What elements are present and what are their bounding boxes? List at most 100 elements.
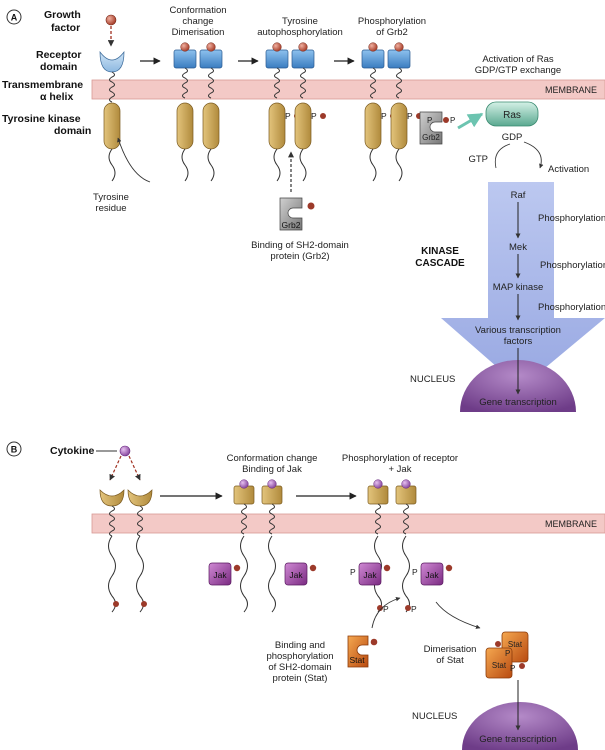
phos-label-2: Phosphorylation (540, 260, 605, 271)
step1-title-2: change (182, 16, 213, 27)
tyrosine-kinase-label-1: Tyrosine kinase (2, 113, 81, 125)
grb2-free (279, 197, 303, 231)
autophos-receptor-2-tail (299, 148, 307, 182)
dimer-receptor-2-head (199, 49, 223, 69)
activation-arrow (523, 141, 544, 169)
mek-label: Mek (509, 242, 527, 253)
stat-free (347, 635, 369, 668)
membrane-b (91, 513, 605, 534)
receptor-domain-unbound (99, 50, 125, 73)
membrane-a-label: MEMBRANE (545, 85, 597, 95)
grb2-phos-receptor-2-p: P (407, 111, 413, 121)
grb2-bound-label: Grb2 (422, 133, 440, 142)
jak-2-box (284, 562, 308, 586)
jak-2-label: Jak (289, 570, 303, 580)
cytokine-receptor-unbound-2-helix (137, 505, 143, 537)
phos-receptor-1-tail-p: P (383, 604, 389, 614)
jak-3-dot (383, 564, 391, 572)
receptor-domain-label-1: Receptor (36, 49, 82, 61)
jak-3-p: P (350, 567, 356, 577)
jak-1-box (208, 562, 232, 586)
b-step1-title-1: Conformation change (227, 453, 318, 464)
jak-bound-receptor-2-ligand (267, 479, 277, 489)
tf-label-1: Various transcription (475, 325, 561, 336)
step1-title-1: Conformation (169, 5, 226, 16)
stat-dimer-dot-1 (495, 641, 501, 647)
grb2-phos-receptor-2-head (387, 49, 411, 69)
b-step2-title-1: Phosphorylation of receptor (342, 453, 458, 464)
raf-label: Raf (511, 190, 526, 201)
dimerisation-2: of Stat (436, 655, 464, 666)
phos-receptor-1-tail-dot (377, 605, 383, 611)
stat-binding-2: phosphorylation (266, 651, 333, 662)
stat-dimer-p-2: P (510, 664, 515, 673)
stat-free-label: Stat (349, 655, 365, 665)
panel-a-badge (6, 9, 22, 25)
step3-title-1: Phosphorylation (358, 16, 426, 27)
phos-receptor-2-head (395, 485, 417, 505)
autophos-receptor-2-helix (300, 67, 306, 99)
jak-1-label: Jak (213, 570, 227, 580)
receptor-domain-label-2: domain (40, 61, 77, 73)
jak-3-box (358, 562, 382, 586)
jak-bound-receptor-1-ligand (239, 479, 249, 489)
autophos-receptor-1-tail (273, 148, 281, 182)
jak-bound-receptor-1-tail (240, 535, 248, 613)
ras-activation-1: Activation of Ras (482, 54, 554, 65)
growth-factor-ligand (105, 14, 117, 26)
step3-title-2: of Grb2 (376, 27, 408, 38)
jak-bound-receptor-2-head (261, 485, 283, 505)
grb2-phos-receptor-1-kinase (364, 102, 382, 150)
phos-receptor-2-tail-dot (405, 605, 411, 611)
panel-b-badge (6, 441, 22, 457)
dimer-receptor-2-ligand (206, 42, 216, 52)
grb2-phos-receptor-2-tail (395, 148, 403, 182)
dimerisation-1: Dimerisation (424, 644, 477, 655)
autophos-receptor-2-p: P (311, 111, 317, 121)
grb2-bound-p2: P (450, 116, 455, 125)
jak-4-dot (445, 564, 453, 572)
grb2-phos-receptor-1-ligand (368, 42, 378, 52)
kinase-cascade-title-2: CASCADE (415, 258, 465, 269)
autophos-receptor-1-head (265, 49, 289, 69)
phos-receptor-2-tail-p: P (411, 604, 417, 614)
kinase-cascade-title-1: KINASE (421, 246, 459, 257)
growth-factor-label-2: factor (51, 22, 80, 34)
ras-activation-2: GDP/GTP exchange (475, 65, 561, 76)
dimer-receptor-2-kinase (202, 102, 220, 150)
phos-receptor-2-tail (402, 535, 410, 613)
activation-label: Activation (548, 164, 589, 175)
b-step2-title-2: + Jak (389, 464, 412, 475)
ras-label: Ras (503, 110, 521, 121)
tyrosine-kinase-label-2: domain (54, 125, 91, 137)
gene-transcription-a: Gene transcription (479, 397, 557, 408)
autophos-receptor-2-head (291, 49, 315, 69)
jak-4-p: P (412, 567, 418, 577)
cytokine-receptor-unbound-1-tail-dot (113, 601, 119, 607)
jak-bound-receptor-1-head (233, 485, 255, 505)
cytokine-receptor-unbound-1-head (99, 489, 125, 507)
phos-receptor-1-ligand (373, 479, 383, 489)
grb2-phos-receptor-2-helix (396, 67, 402, 99)
jak-3-label: Jak (363, 570, 377, 580)
grb2-phos-receptor-2-kinase (390, 102, 408, 150)
gtp-label: GTP (468, 154, 488, 165)
dimer-receptor-2-tail (207, 148, 215, 182)
cytokine-arrow-right (128, 455, 141, 481)
autophos-receptor-1-p: P (285, 111, 291, 121)
phos-receptor-1-helix (375, 503, 381, 535)
cytokine-receptor-unbound-2-tail-dot (141, 601, 147, 607)
autophos-receptor-1-ligand (272, 42, 282, 52)
autophos-receptor-1-helix (274, 67, 280, 99)
b-step1-title-2: Binding of Jak (242, 464, 302, 475)
cytokine-receptor-unbound-1-tail (108, 535, 116, 613)
panel-b: B Cytokine Conformation change Binding o… (6, 441, 605, 750)
tyrosine-residue-pointer (117, 137, 151, 183)
phos-receptor-2-helix (403, 503, 409, 535)
cytokine-label: Cytokine (50, 445, 95, 457)
autophos-receptor-2-p-dot (320, 113, 326, 119)
phos-label-3: Phosphorylation (538, 302, 605, 313)
receptor-tail (108, 148, 116, 182)
